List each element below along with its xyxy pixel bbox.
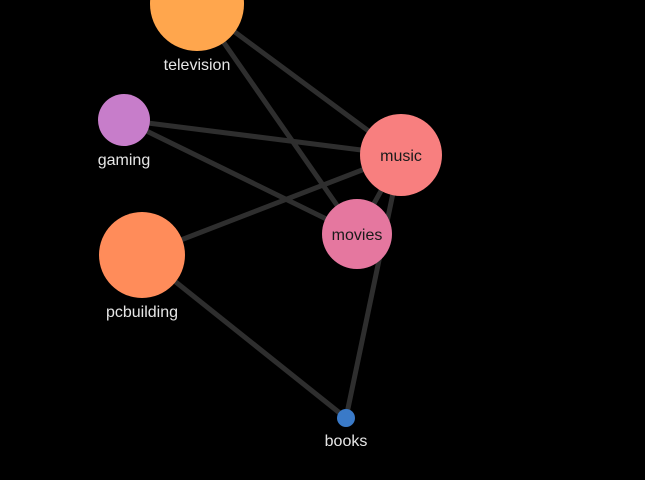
node-label-movies: movies (332, 227, 383, 244)
node-books[interactable]: books (325, 409, 368, 450)
node-music[interactable]: music (360, 114, 442, 196)
edge-pcbuilding-music (139, 152, 404, 258)
node-label-music: music (380, 148, 422, 165)
node-movies[interactable]: movies (322, 199, 392, 269)
node-circle-music[interactable] (360, 114, 442, 196)
node-television[interactable]: television (150, 0, 244, 74)
node-circle-pcbuilding[interactable] (99, 212, 185, 298)
node-circle-television[interactable] (150, 0, 244, 51)
edge-pcbuilding-books (139, 252, 349, 421)
node-label-books: books (325, 433, 368, 450)
node-gaming[interactable]: gaming (98, 94, 150, 169)
edge-gaming-music (121, 117, 404, 158)
edge-music-books (343, 152, 404, 421)
node-label-television: television (164, 57, 231, 74)
edge-gaming-movies (121, 117, 360, 237)
node-pcbuilding[interactable]: pcbuilding (99, 212, 185, 321)
node-label-gaming: gaming (98, 152, 150, 169)
node-circle-gaming[interactable] (98, 94, 150, 146)
nodes-layer: television gaming music movies pcbuilding boo… (98, 0, 442, 450)
node-circle-movies[interactable] (322, 199, 392, 269)
node-circle-books[interactable] (337, 409, 355, 427)
node-label-pcbuilding: pcbuilding (106, 304, 178, 321)
